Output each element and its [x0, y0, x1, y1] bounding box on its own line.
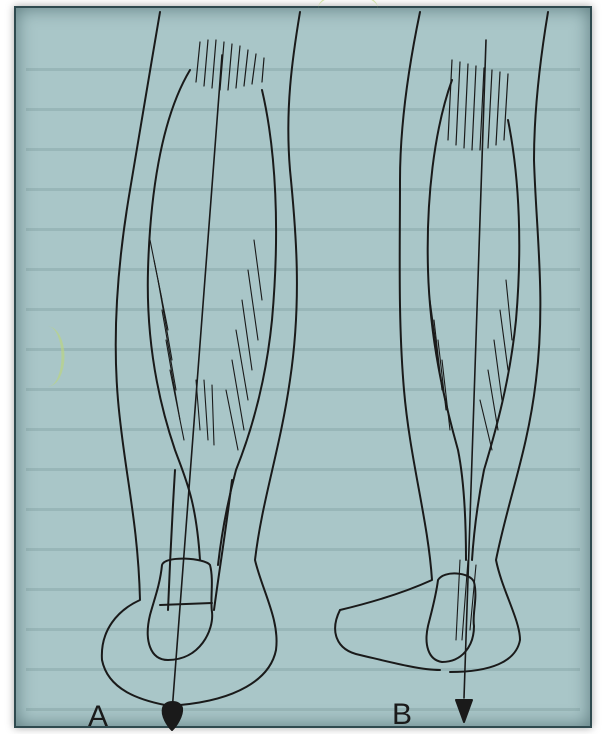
leg-b-right-contour	[450, 12, 548, 672]
leg-a-plumb-line	[172, 55, 222, 712]
leg-b-left-contour	[335, 12, 440, 670]
leg-a-left-contour	[102, 12, 165, 705]
leg-a-right-contour	[180, 12, 300, 705]
figure-label-a: A	[88, 700, 108, 734]
leg-a-drawing	[102, 12, 300, 730]
figure-label-b: B	[392, 698, 412, 732]
watermark-mark-side	[32, 327, 65, 387]
leg-b-drawing	[335, 12, 548, 722]
leg-b-plumb-bob	[456, 700, 472, 722]
leg-a-plumb-bob	[163, 702, 182, 730]
